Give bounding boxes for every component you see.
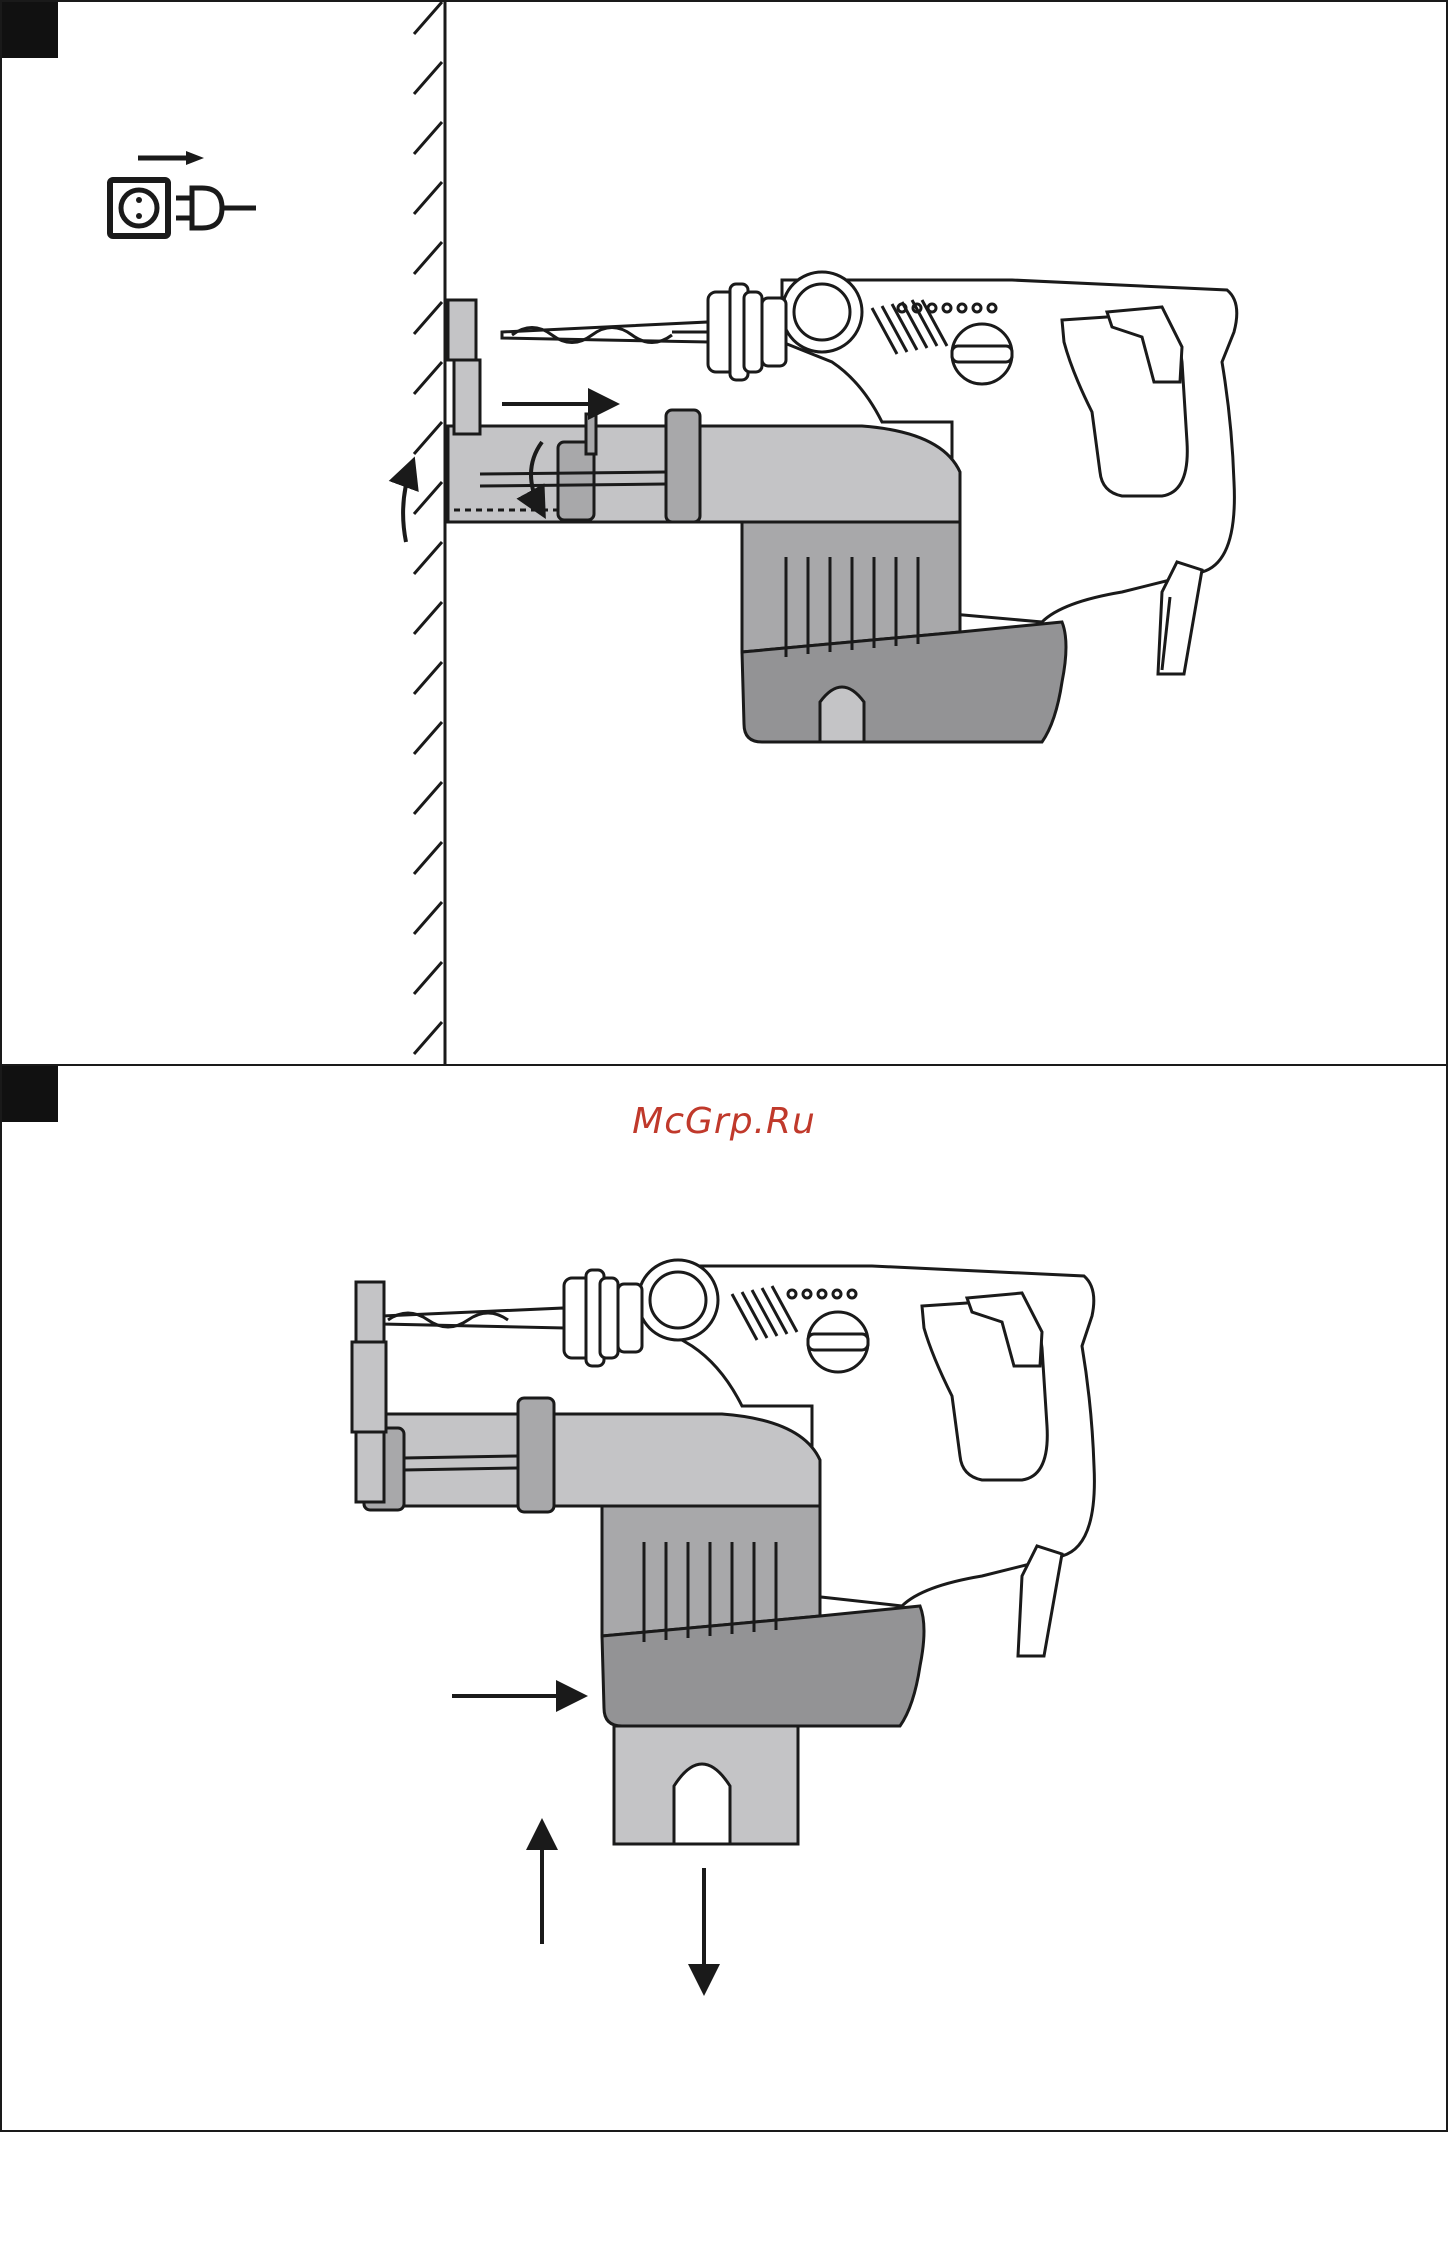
figure-panel-2: [0, 1064, 1448, 2132]
rotate-arrow-up: [403, 464, 412, 542]
unplug-icon: [110, 151, 256, 236]
drill-dust-attachment-diagram-1: [2, 2, 1446, 1064]
watermark: McGrp.Ru: [0, 1101, 1448, 1142]
figure-panel-1: [0, 0, 1448, 1066]
drill-dust-attachment-diagram-2: [2, 1066, 1446, 2130]
wall-hatching: [414, 2, 445, 1064]
